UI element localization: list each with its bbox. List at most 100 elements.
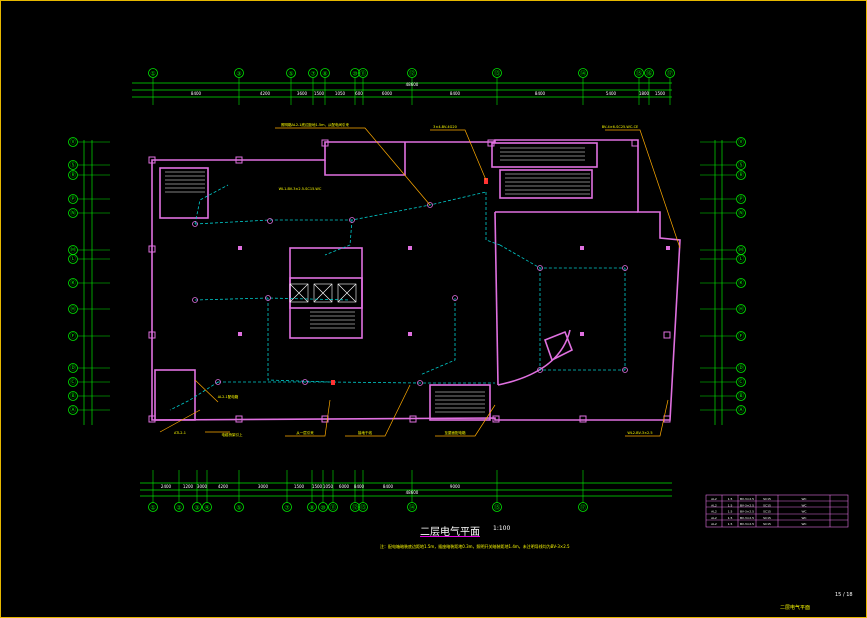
axis-bubble (68, 391, 78, 401)
stairs (165, 147, 590, 413)
dimension-text: 3000 (258, 484, 269, 489)
axis-label: ③ (236, 71, 241, 78)
axis-bubble (736, 137, 746, 147)
column-markers (238, 246, 670, 336)
dimension-text: 9000 (450, 484, 461, 489)
axis-label: ⑤ (236, 505, 241, 512)
axis-label: Ⓥ (738, 138, 744, 146)
axis-label: ⑦ (284, 505, 290, 512)
axis-label: Ⓡ (70, 171, 76, 179)
legend-cell: 1.5 (728, 522, 733, 526)
right-dimension-lines (714, 140, 723, 425)
axis-bubble (68, 160, 78, 170)
drawing-note: 注：配电箱暗装底边距地1.5m，插座暗装距地0.3m，照明开关暗装距地1.4m，… (380, 544, 570, 549)
annotation-a8: 从一层引来 (296, 430, 314, 435)
legend-cell: SC15 (763, 497, 771, 501)
axis-bubble (736, 160, 746, 170)
axis-label: ⑮ (494, 504, 500, 512)
annotation-a7: 电缆桥架引上 (222, 432, 243, 437)
legend-cell: AL2 (711, 503, 717, 507)
axis-bubble (736, 363, 746, 373)
axis-label: Ⓚ (738, 279, 744, 287)
axis-label: ② (176, 505, 182, 512)
dimension-text: 1500 (312, 484, 323, 489)
dimension-text: 4200 (218, 484, 229, 489)
axis-bubble (736, 304, 746, 314)
legend-cell: WC (801, 522, 806, 526)
axis-label: ① (150, 71, 155, 78)
axis-label: Ⓟ (70, 195, 76, 203)
panels (331, 178, 488, 385)
axis-label: Ⓒ (738, 378, 744, 386)
dimension-text: 1800 (639, 91, 650, 96)
dimension-text: 8400 (354, 484, 365, 489)
dimension-total: 48600 (406, 82, 419, 87)
axis-label: Ⓟ (738, 195, 744, 203)
annotation-a4: WL1-BV-3×2.5-SC15-WC (279, 187, 322, 191)
dimension-text: 1200 (183, 484, 194, 489)
legend-cell: 1.5 (728, 497, 733, 501)
legend-cell: BV-3×2.5 (740, 497, 754, 501)
axis-label: Ⓓ (738, 364, 744, 372)
axis-label: Ⓜ (70, 246, 76, 254)
axis-label: ① (150, 505, 155, 512)
axis-label: Ⓑ (70, 392, 76, 400)
drawing-title: 二层电气平面 (420, 527, 480, 538)
annotation-a10: 至屋面配电箱 (445, 430, 466, 435)
top-dimension-lines (132, 82, 672, 98)
axis-label: ⑫ (352, 504, 358, 512)
dimension-text: 1500 (314, 91, 325, 96)
axis-label: ③ (194, 505, 199, 512)
axis-label: ⑬ (360, 504, 366, 512)
legend-cell: BV-3×2.5 (740, 516, 754, 520)
axis-label: Ⓥ (70, 138, 76, 146)
building-walls (151, 139, 681, 421)
annotation-a2: 3×4-BV-4G20 (433, 125, 457, 129)
sheet-number: 15 / 18 (835, 592, 853, 598)
axis-label: ⑪ (360, 70, 366, 78)
axis-label: Ⓑ (738, 392, 744, 400)
legend-cell: AL2 (711, 497, 717, 501)
axis-label: ⑧ (309, 505, 314, 512)
axis-label: ⑮ (636, 70, 642, 78)
legend-cell: SC15 (763, 516, 771, 520)
dimension-text: 1500 (655, 91, 666, 96)
axis-label: ⑧ (322, 71, 327, 78)
axis-bubble (68, 208, 78, 218)
annotation-a1: 照明箱AL2-1底边距地1.5m，从配电间引来 (281, 122, 350, 127)
axis-label: ⑭ (580, 70, 586, 78)
axis-label: Ⓒ (70, 378, 76, 386)
axis-bubble (736, 254, 746, 264)
legend-cell: WC (801, 510, 806, 514)
dimension-text: 8400 (450, 91, 461, 96)
dimension-text: 4200 (260, 91, 271, 96)
dimension-text: 5400 (606, 91, 617, 96)
axis-bubble (736, 331, 746, 341)
axis-bubble (68, 363, 78, 373)
legend-cell: SC15 (763, 522, 771, 526)
legend-cell: WC (801, 503, 806, 507)
axis-label: Ⓐ (738, 406, 744, 414)
dimension-text: 6000 (339, 484, 350, 489)
axis-bubble (68, 331, 78, 341)
axis-bubble (736, 278, 746, 288)
legend-cell: BV-3×2.5 (740, 510, 754, 514)
axis-label: ⑫ (409, 70, 415, 78)
axis-bubble (68, 304, 78, 314)
axis-bubble (736, 377, 746, 387)
axis-label: Ⓐ (70, 406, 76, 414)
light-fixtures (192, 202, 628, 386)
dimension-text: 1500 (294, 484, 305, 489)
axis-bubble (68, 170, 78, 180)
dimension-text: 3000 (197, 484, 208, 489)
annotation-a9: 接地干线 (358, 430, 372, 435)
legend-cell: AL2 (711, 516, 717, 520)
dimension-text: 8400 (535, 91, 546, 96)
drawing-scale: 1:100 (493, 525, 511, 532)
axis-bubble (68, 194, 78, 204)
